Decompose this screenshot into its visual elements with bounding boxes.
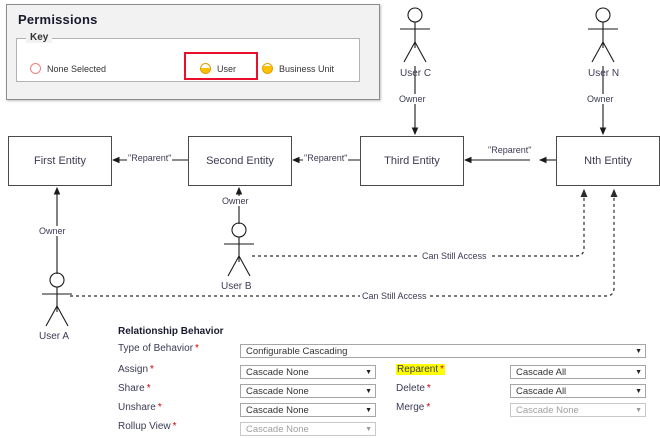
- entity-box-second: Second Entity: [188, 136, 292, 186]
- dropdown-value: Cascade None: [246, 385, 309, 397]
- dropdown-merge: Cascade None ▼: [510, 403, 646, 417]
- chevron-down-icon: ▼: [635, 368, 642, 376]
- dropdown-value: Cascade None: [246, 366, 309, 378]
- page-title: Permissions: [18, 12, 98, 27]
- required-marker: *: [150, 364, 154, 375]
- chevron-down-icon: ▼: [635, 387, 642, 395]
- required-marker: *: [172, 421, 177, 432]
- entity-box-first: First Entity: [8, 136, 112, 186]
- field-label-type-of-behavior: Type of Behavior*: [118, 343, 199, 354]
- chevron-down-icon: ▼: [365, 368, 372, 376]
- form-section-title: Relationship Behavior: [118, 326, 224, 337]
- edge-label-reparent-3: "Reparent": [487, 145, 533, 155]
- required-marker: *: [426, 383, 431, 394]
- owner-label-user-n: Owner: [586, 94, 615, 104]
- dropdown-value: Configurable Cascading: [246, 345, 348, 357]
- field-label-merge: Merge*: [396, 402, 431, 413]
- key-item-label: User: [217, 63, 237, 74]
- field-label-rollup-view: Rollup View*: [118, 421, 177, 432]
- entity-label: Second Entity: [206, 155, 274, 167]
- dropdown-value: Cascade None: [246, 404, 309, 416]
- dropdown-rollup-view: Cascade None ▼: [240, 422, 376, 436]
- chevron-down-icon: ▼: [365, 425, 372, 433]
- required-marker: *: [440, 364, 445, 375]
- business-unit-icon: [262, 63, 273, 74]
- owner-label-user-c: Owner: [398, 94, 427, 104]
- field-label-share: Share*: [118, 383, 151, 394]
- none-selected-icon: [30, 63, 41, 74]
- dropdown-value: Cascade All: [516, 385, 567, 397]
- can-still-access-path-user-b: [252, 188, 588, 257]
- required-marker: *: [146, 383, 151, 394]
- edge-label-reparent-1: "Reparent": [127, 153, 173, 163]
- dropdown-delete[interactable]: Cascade All ▼: [510, 384, 646, 398]
- can-still-access-label-1: Can Still Access: [420, 251, 489, 261]
- required-marker: *: [426, 402, 431, 413]
- actor-user-a-figure: [42, 272, 72, 327]
- chevron-down-icon: ▼: [365, 406, 372, 414]
- dropdown-type-of-behavior[interactable]: Configurable Cascading ▼: [240, 344, 646, 358]
- actor-label-user-b: User B: [221, 281, 252, 292]
- entity-box-third: Third Entity: [360, 136, 464, 186]
- dropdown-share[interactable]: Cascade None ▼: [240, 384, 376, 398]
- chevron-down-icon: ▼: [635, 347, 642, 355]
- actor-user-b-figure: [224, 222, 254, 277]
- field-label-delete: Delete*: [396, 383, 431, 394]
- chevron-down-icon: ▼: [635, 406, 642, 414]
- can-still-access-label-2: Can Still Access: [360, 291, 429, 301]
- actor-label-user-a: User A: [39, 331, 70, 342]
- required-marker: *: [195, 343, 199, 354]
- reparent-highlight: Reparent*: [396, 364, 446, 375]
- field-label-unshare: Unshare*: [118, 402, 162, 413]
- user-icon: [200, 63, 211, 74]
- edge-label-reparent-2: "Reparent": [303, 153, 349, 163]
- actor-user-c-figure: [400, 7, 430, 63]
- field-label-reparent: Reparent*: [396, 364, 446, 375]
- chevron-down-icon: ▼: [365, 387, 372, 395]
- dropdown-unshare[interactable]: Cascade None ▼: [240, 403, 376, 417]
- key-legend-label: Key: [26, 32, 53, 43]
- dropdown-value: Cascade All: [516, 366, 567, 378]
- key-item-business-unit: Business Unit: [262, 63, 334, 74]
- actor-label-user-c: User C: [400, 68, 432, 79]
- entity-label: Nth Entity: [584, 155, 632, 167]
- key-item-none-selected: None Selected: [30, 63, 106, 74]
- field-label-assign: Assign*: [118, 364, 154, 375]
- dropdown-value: Cascade None: [246, 423, 309, 435]
- actor-user-n-figure: [588, 7, 618, 63]
- can-still-access-path-user-a: [70, 188, 618, 297]
- user-key-highlight-box: [184, 52, 258, 80]
- entity-box-nth: Nth Entity: [556, 136, 660, 186]
- dropdown-reparent[interactable]: Cascade All ▼: [510, 365, 646, 379]
- key-fieldset: [16, 38, 360, 82]
- entity-label: First Entity: [34, 155, 86, 167]
- dropdown-value: Cascade None: [516, 404, 579, 416]
- owner-label-user-a: Owner: [38, 226, 67, 236]
- dropdown-assign[interactable]: Cascade None ▼: [240, 365, 376, 379]
- entity-label: Third Entity: [384, 155, 440, 167]
- actor-label-user-n: User N: [588, 68, 620, 79]
- key-item-user: User: [200, 63, 236, 74]
- key-item-label: Business Unit: [279, 63, 335, 74]
- owner-label-user-b: Owner: [221, 196, 250, 206]
- key-item-label: None Selected: [47, 63, 107, 74]
- required-marker: *: [157, 402, 162, 413]
